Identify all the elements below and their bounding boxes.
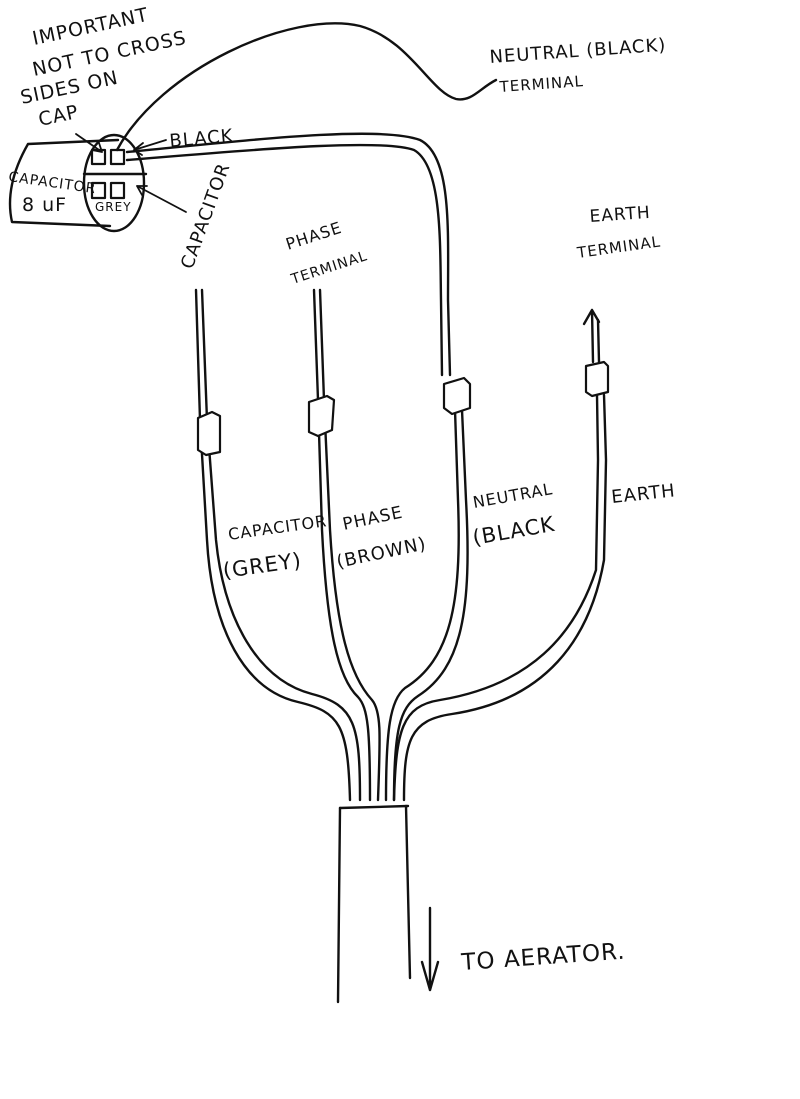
capacitor-terminal-2: [109, 148, 126, 166]
to-aerator-label: TO AERATOR.: [460, 939, 627, 976]
neutral-wire-lower-right: [392, 408, 469, 802]
capacitor-title-line-2: 8 uF: [22, 194, 67, 216]
earth-terminal-label-line-1: EARTH: [589, 203, 651, 227]
capacitor-wire-right: [200, 288, 362, 802]
neutral-terminal-leader: [115, 22, 498, 152]
earth-terminal-label-line-2: TERMINAL: [575, 232, 662, 262]
earth-wire-left: [392, 393, 600, 802]
cable-sheath-left: [336, 806, 342, 1004]
phase-wire-label-line-2: (BROWN): [335, 533, 429, 573]
phase-wire-connector: [307, 394, 336, 438]
capacitor-body-outline: [8, 138, 120, 228]
capacitor-wire-connector: [196, 410, 222, 457]
neutral-wire-connector: [442, 376, 472, 416]
earth-wire-right: [402, 393, 608, 802]
neutral-terminal-label-line-1: NEUTRAL (BLACK): [489, 35, 667, 68]
capacitor-wire-label-line-1: CAPACITOR: [227, 511, 328, 544]
earth-wire-upper-stub: [596, 318, 601, 364]
capacitor-terminal-3: [90, 181, 107, 200]
earth-wire: [392, 308, 610, 802]
capacitor-lead-arrow: [136, 185, 187, 213]
earth-wire-label: EARTH: [610, 480, 676, 508]
phase-wire-right: [318, 288, 381, 802]
capacitor-grey-wire: [194, 288, 362, 802]
cable-direction-arrow: [420, 906, 440, 992]
important-note-line-4: CAP: [36, 101, 80, 131]
neutral-wire-lower-left: [384, 408, 460, 802]
capacitor-terminal-4: [109, 181, 126, 200]
capacitor-wire-left: [194, 288, 352, 802]
capacitor-cap-oval: [82, 133, 146, 233]
phase-wire-label-line-1: PHASE: [341, 503, 405, 535]
capacitor-wire-label-line-2: (GREY): [221, 548, 303, 583]
neutral-black-wire: [125, 132, 472, 802]
capacitor-block: GREY CAPACITOR 8 uF: [7, 133, 148, 233]
cable-sheath-right: [404, 804, 412, 980]
earth-wire-upper-arrow: [582, 308, 601, 364]
phase-brown-wire: [307, 288, 381, 802]
neutral-wire-label-line-2: (BLACK: [471, 512, 557, 550]
capacitor-lead-label: CAPACITOR: [177, 160, 235, 272]
phase-wire-left: [312, 288, 372, 802]
important-note-arrow: [75, 133, 103, 153]
cable-sheath-top: [338, 804, 410, 810]
phase-terminal-label-line-2: TERMINAL: [288, 248, 369, 288]
neutral-wire-outer: [125, 132, 452, 377]
neutral-wire-inner: [125, 143, 444, 377]
earth-wire-connector: [584, 360, 610, 398]
neutral-wire-label-line-1: NEUTRAL: [471, 479, 554, 512]
neutral-terminal-label-line-2: TERMINAL: [498, 72, 584, 96]
important-note: IMPORTANT NOT TO CROSS SIDES ON CAP: [18, 4, 189, 153]
phase-terminal-label-line-1: PHASE: [283, 218, 344, 254]
grey-tag-label: GREY: [95, 200, 132, 214]
aerator-cable: [336, 804, 440, 1004]
